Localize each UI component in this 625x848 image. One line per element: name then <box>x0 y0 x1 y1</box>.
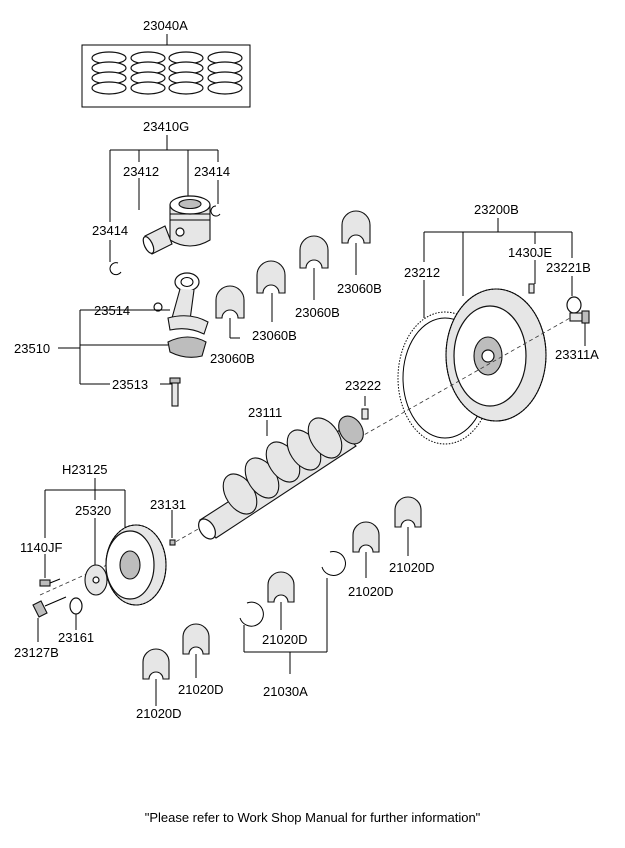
label-23414-right: 23414 <box>194 164 231 179</box>
label-21030A: 21030A <box>263 684 308 699</box>
label-23131: 23131 <box>150 497 187 512</box>
connecting-rod <box>167 272 209 358</box>
label-23221B: 23221B <box>546 260 591 275</box>
label-23111: 23111 <box>248 405 283 420</box>
pulley-washer-23161 <box>69 597 83 615</box>
label-21020D-4: 21020D <box>178 682 224 697</box>
crankshaft <box>198 415 364 540</box>
label-23060B-3: 23060B <box>252 328 297 343</box>
dowel-pin-23222 <box>361 396 369 420</box>
piston-pin <box>142 225 173 255</box>
footer-note: "Please refer to Work Shop Manual for fu… <box>144 810 481 825</box>
flywheel-washer <box>566 296 582 314</box>
label-23200B: 23200B <box>474 202 519 217</box>
pulley-bolt-1140JF <box>39 578 61 587</box>
flywheel-bolt <box>569 310 590 324</box>
pulley-hub <box>84 564 108 596</box>
damper-pulley <box>105 524 167 606</box>
label-25320: 25320 <box>75 503 112 518</box>
dowel-pin-1430JE <box>528 283 535 294</box>
flywheel-leaders <box>423 218 586 346</box>
crank-key-23131 <box>169 510 176 546</box>
pulley-axis <box>39 559 119 596</box>
label-23040A: 23040A <box>143 18 188 33</box>
label-23514: 23514 <box>94 303 131 318</box>
label-23412: 23412 <box>123 164 160 179</box>
label-23311A: 23311A <box>555 347 599 362</box>
label-23510: 23510 <box>14 341 51 356</box>
pulley-bolt-23127B <box>32 596 67 618</box>
snap-ring-right <box>210 205 221 217</box>
label-H23125: H23125 <box>62 462 108 477</box>
piston-ring-set <box>81 34 251 108</box>
rod-bolt <box>169 377 181 407</box>
flywheel <box>445 288 547 422</box>
label-23060B-4: 23060B <box>210 351 255 366</box>
label-21020D-3: 21020D <box>262 632 308 647</box>
label-1430JE: 1430JE <box>508 245 553 260</box>
snap-ring-left <box>109 262 122 276</box>
label-23161: 23161 <box>58 630 95 645</box>
label-23127B: 23127B <box>14 645 59 660</box>
label-23222: 23222 <box>345 378 382 393</box>
conrod-bearing-shells <box>215 210 371 339</box>
label-21020D-1: 21020D <box>389 560 435 575</box>
label-23060B-2: 23060B <box>295 305 340 320</box>
label-23060B-1: 23060B <box>337 281 382 296</box>
main-bearing-shells <box>142 496 422 706</box>
thrust-washers <box>239 551 346 674</box>
label-23410G: 23410G <box>143 119 190 134</box>
label-21020D-2: 21020D <box>348 584 394 599</box>
label-23212: 23212 <box>404 265 441 280</box>
label-21020D-5: 21020D <box>136 706 182 721</box>
label-1140JF: 1140JF <box>20 540 63 555</box>
pulley-leaders <box>37 478 126 642</box>
label-23414-left: 23414 <box>92 223 129 238</box>
rod-nut <box>153 302 163 312</box>
piston-leaders <box>109 135 219 262</box>
piston <box>169 195 211 247</box>
label-23513: 23513 <box>112 377 149 392</box>
conrod-leaders <box>58 309 172 385</box>
